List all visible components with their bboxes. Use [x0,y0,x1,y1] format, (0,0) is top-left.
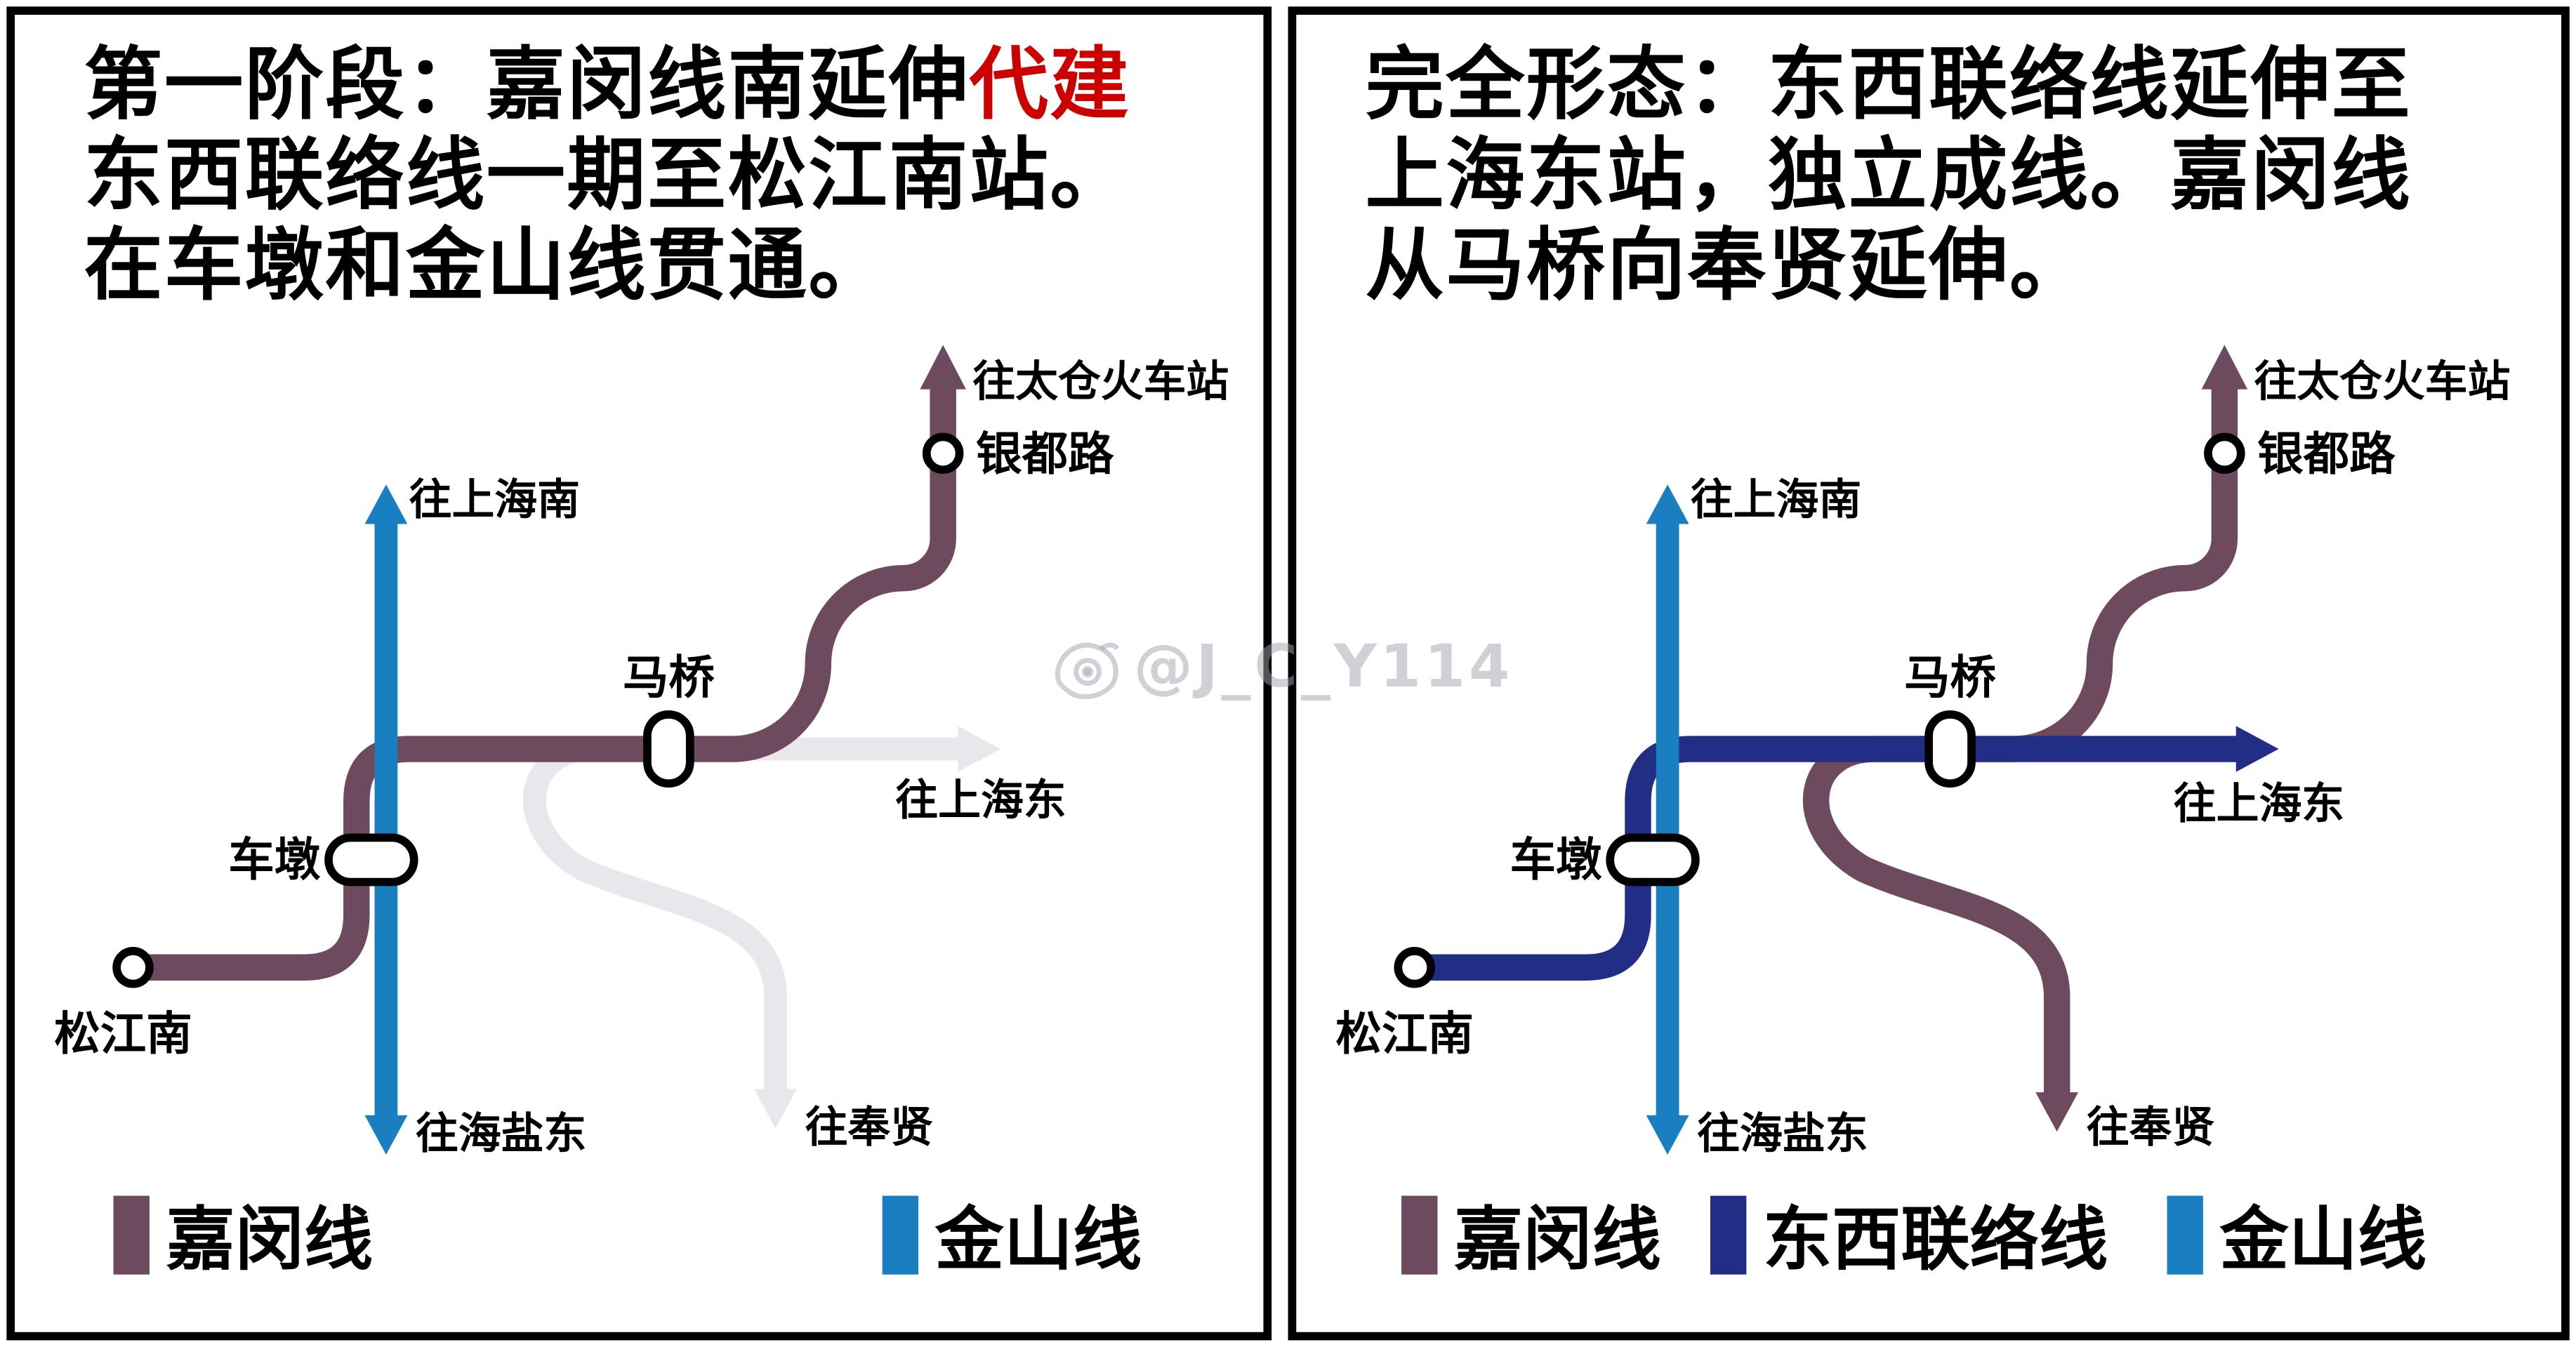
haiyandong-arrow [364,1115,408,1155]
station-majiao-marker [1924,710,1976,788]
station-songjiangnan-marker [1394,947,1435,988]
legend-jinshan-label: 金山线 [2219,1199,2427,1280]
ghost-shanghaidong-arrow [958,726,1001,772]
haiyandong-direction-label: 往海盐东 [416,1110,586,1159]
shanghaidong-direction-label: 往上海东 [2174,779,2344,828]
haiyandong-arrow [1646,1115,1689,1155]
jiamin-legend-swatch [1401,1195,1438,1274]
lianluo-legend-swatch [1710,1195,1747,1274]
full-form-diagram: 马桥 车墩 松江南 银都路 往太仓火车站 往上海南 往海盐东 往上海东 往奉贤 [1335,345,2510,1159]
station-chedun-marker [324,833,418,887]
title-line-1: 第一阶段：嘉闵线南延伸代建 [84,39,1130,132]
title-line-3: 在车墩和金山线贯通。 [84,220,889,312]
ghost-fengxian-label: 往奉贤 [805,1103,934,1152]
station-majiao-marker [643,710,694,788]
title-line-1: 完全形态：东西联络线延伸至 [1365,39,2412,132]
shanghainan-direction-label: 往上海南 [409,475,580,524]
phase-one-title: 第一阶段：嘉闵线南延伸代建 东西联络线一期至松江南站。 在车墩和金山线贯通。 [84,39,1130,312]
taicang-arrow [920,345,966,390]
fengxian-arrow [2035,1092,2079,1132]
taicang-direction-label: 往太仓火车站 [972,357,1229,406]
taicang-direction-label: 往太仓火车站 [2254,357,2510,406]
jinshan-legend-swatch [882,1195,919,1274]
jinshan-legend-swatch [2167,1195,2203,1274]
station-majiao-label: 马桥 [623,651,715,704]
station-songjiangnan-label: 松江南 [1335,1007,1474,1061]
jinshan-swatch-rect [2167,1195,2203,1274]
legend-jiamin-line: 嘉闵线 [113,1184,373,1285]
jiamin-legend-swatch [113,1195,150,1274]
legend-jinshan-line: 金山线 [882,1184,1142,1285]
station-yindulu-marker [922,432,964,475]
phase-one-panel: 往上海东 往奉贤 马桥 车墩 松江南 银都路 往太仓火车站 往上海南 往海盐东 [6,6,1272,1341]
legend-jiamin-label: 嘉闵线 [1453,1199,1661,1280]
full-form-panel: 马桥 车墩 松江南 银都路 往太仓火车站 往上海南 往海盐东 往上海东 往奉贤 … [1288,6,2570,1341]
ghost-shanghaidong-label: 往上海东 [895,776,1066,825]
ghost-fengxian-arrow [754,1089,797,1129]
title-line1-prefix: 第一阶段：嘉闵线南延伸 [84,39,970,132]
shanghainan-direction-label: 往上海南 [1691,475,1861,524]
station-chedun-label: 车墩 [228,833,321,887]
station-chedun-marker [1606,833,1700,887]
title-line-3: 从马桥向奉贤延伸。 [1365,220,2090,312]
haiyandong-direction-label: 往海盐东 [1697,1110,1868,1159]
fengxian-direction-label: 往奉贤 [2087,1103,2215,1152]
jiamin-line-path [133,379,956,981]
phase-one-diagram: 往上海东 往奉贤 马桥 车墩 松江南 银都路 往太仓火车站 往上海南 往海盐东 [54,345,1229,1159]
jiamin-swatch-rect [113,1195,150,1274]
legend-lianluo-line: 东西联络线 [1710,1184,2108,1285]
station-yindulu-label: 银都路 [2257,427,2396,481]
jiamin-swatch-rect [1401,1195,1438,1274]
legend-lianluo-label: 东西联络线 [1762,1199,2108,1280]
shanghaidong-arrow [2235,726,2279,772]
station-chedun-label: 车墩 [1510,833,1602,887]
shanghainan-arrow [1646,484,1689,524]
taicang-arrow [2201,345,2248,390]
station-yindulu-label: 银都路 [976,427,1114,481]
station-songjiangnan-label: 松江南 [54,1007,192,1061]
jinshan-swatch-rect [882,1195,919,1274]
lianluo-swatch-rect [1710,1195,1747,1274]
legend-jinshan-line: 金山线 [2167,1184,2426,1285]
title-line-2: 东西联络线一期至松江南站。 [84,129,1130,222]
station-songjiangnan-marker [112,947,154,988]
station-yindulu-marker [2204,432,2245,475]
full-form-title: 完全形态：东西联络线延伸至 上海东站，独立成线。嘉闵线 从马桥向奉贤延伸。 [1365,39,2412,312]
ghost-fengxian-branch-line [523,737,787,1099]
jiamin-line-path [1802,373,2238,1103]
title-line1-highlight: 代建 [969,39,1130,132]
station-majiao-label: 马桥 [1904,651,1997,704]
legend-jiamin-label: 嘉闵线 [166,1199,374,1280]
legend-jiamin-line: 嘉闵线 [1401,1184,1661,1285]
legend-jinshan-label: 金山线 [934,1199,1142,1280]
title-line-2: 上海东站，独立成线。嘉闵线 [1365,129,2412,222]
shanghainan-arrow [364,484,408,524]
